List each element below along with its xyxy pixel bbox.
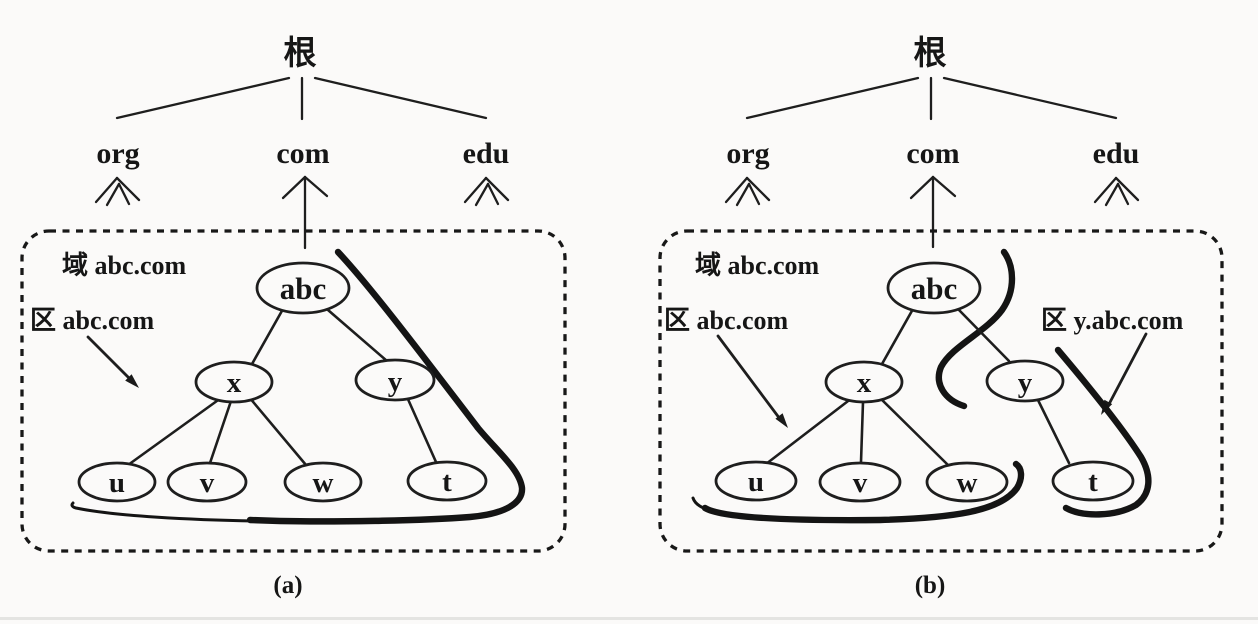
zone2-arrow-b bbox=[1101, 332, 1148, 415]
node-label-abc-a: abc bbox=[280, 271, 327, 306]
node-abc-a bbox=[255, 261, 351, 315]
zone2-label-b: 区 y.abc.com bbox=[1041, 306, 1184, 335]
edge-x-w-b bbox=[877, 395, 950, 467]
edge-x-v-b bbox=[859, 400, 865, 464]
node-label-u-a: u bbox=[109, 467, 125, 499]
tld-label-edu-b: edu bbox=[1093, 137, 1140, 170]
edge-x-w-a bbox=[247, 395, 308, 467]
domain-label-b: 域 abc.com bbox=[695, 251, 820, 280]
node-label-x-b: x bbox=[857, 367, 872, 399]
diagram-a: 根 org com edu 域 abc.com 区 abc.com bbox=[20, 35, 567, 599]
node-label-v-a: v bbox=[200, 467, 215, 499]
edge-abc-x-a bbox=[250, 307, 285, 366]
node-v-b bbox=[818, 461, 902, 503]
edge-x-u-b bbox=[764, 396, 854, 466]
zone-label-b: 区 abc.com bbox=[664, 306, 789, 335]
node-label-abc-b: abc bbox=[911, 271, 958, 306]
zone-arrow-b bbox=[716, 334, 788, 428]
node-u-b bbox=[714, 460, 798, 502]
edge-abc-y-a bbox=[326, 308, 389, 363]
node-abc-b bbox=[886, 261, 982, 315]
subtree-marker-edu-a bbox=[463, 176, 510, 207]
zone-boundary-uvw-b bbox=[701, 460, 1025, 524]
node-w-a bbox=[283, 461, 363, 503]
zone-boundary-a bbox=[246, 248, 526, 525]
delegation-arrow-com-a bbox=[281, 175, 329, 250]
edge-y-t-a bbox=[405, 395, 438, 464]
node-label-u-b: u bbox=[748, 466, 764, 498]
scan-edge-artifact bbox=[0, 617, 1258, 620]
zone-arrow-a bbox=[86, 335, 139, 388]
diagram-b: 根 org com edu 域 abc.com 区 abc.com 区 y.ab… bbox=[658, 35, 1224, 599]
caption-b: (b) bbox=[915, 572, 946, 599]
node-y-b bbox=[985, 359, 1065, 403]
edge-root-edu-a bbox=[313, 76, 488, 120]
node-label-v-b: v bbox=[853, 467, 868, 499]
edge-x-v-a bbox=[208, 399, 233, 465]
domain-box-b bbox=[658, 229, 1224, 553]
node-label-y-b: y bbox=[1018, 367, 1033, 399]
node-w-b bbox=[925, 461, 1009, 503]
delegation-arrow-com-b bbox=[909, 175, 957, 249]
tld-label-org-a: org bbox=[96, 137, 139, 170]
edge-root-org-b bbox=[745, 76, 920, 120]
tld-label-com-a: com bbox=[276, 137, 329, 170]
tld-label-org-b: org bbox=[726, 137, 769, 170]
zone-split-curve-b bbox=[935, 248, 1016, 410]
root-label-b: 根 bbox=[914, 35, 947, 72]
edge-root-edu-b bbox=[942, 76, 1118, 120]
zone-label-a: 区 abc.com bbox=[30, 306, 155, 335]
domain-box-a bbox=[20, 229, 567, 553]
subtree-marker-org-b bbox=[724, 176, 771, 207]
caption-a: (a) bbox=[273, 572, 302, 599]
edge-abc-y-b bbox=[957, 308, 1011, 363]
zone-boundary-tail-a bbox=[70, 501, 260, 523]
node-v-a bbox=[166, 461, 248, 503]
node-label-w-b: w bbox=[957, 467, 978, 499]
node-x-a bbox=[194, 360, 274, 404]
domain-label-a: 域 abc.com bbox=[62, 251, 187, 280]
node-label-t-a: t bbox=[442, 466, 452, 498]
edge-y-t-b bbox=[1035, 396, 1071, 465]
node-y-a bbox=[354, 358, 436, 402]
edge-root-org-a bbox=[115, 76, 291, 120]
zone-boundary-t-b bbox=[1054, 346, 1152, 518]
subtree-marker-org-a bbox=[94, 176, 141, 207]
node-label-w-a: w bbox=[313, 467, 334, 499]
edge-abc-x-b bbox=[880, 307, 915, 366]
node-x-b bbox=[824, 360, 904, 404]
tld-label-edu-a: edu bbox=[463, 137, 510, 170]
node-label-x-a: x bbox=[227, 367, 242, 399]
root-label-a: 根 bbox=[284, 35, 317, 72]
node-u-a bbox=[77, 461, 157, 503]
node-label-y-a: y bbox=[388, 366, 403, 398]
tld-label-com-b: com bbox=[906, 137, 959, 170]
subtree-marker-edu-b bbox=[1093, 176, 1140, 207]
zone-boundary-uvw-tail-b bbox=[691, 496, 716, 513]
node-t-b bbox=[1051, 460, 1135, 502]
node-label-t-b: t bbox=[1088, 466, 1098, 498]
edge-x-u-a bbox=[126, 396, 223, 467]
node-t-a bbox=[406, 460, 488, 502]
